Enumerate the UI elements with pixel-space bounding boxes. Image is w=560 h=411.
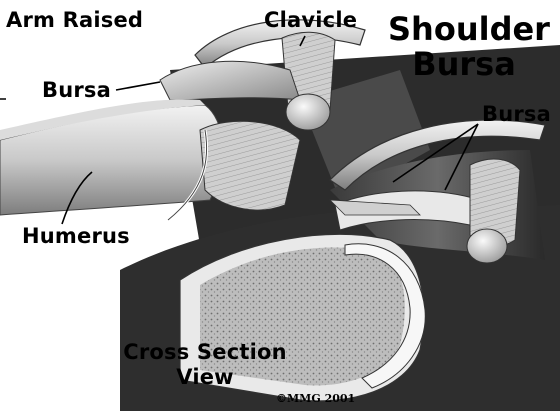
clavicle-label: Clavicle bbox=[264, 10, 357, 31]
copyright-text: ©MMG 2001 bbox=[276, 393, 355, 404]
bursa-label-top: Bursa bbox=[42, 80, 111, 101]
arm-raised-label: Arm Raised bbox=[6, 10, 143, 31]
cross-section-label: Cross Section View bbox=[110, 340, 300, 390]
cross-section-line-2: View bbox=[110, 365, 300, 390]
title-line-2: Bursa bbox=[388, 47, 540, 82]
humerus-label: Humerus bbox=[22, 226, 130, 247]
bursa-label-right: Bursa bbox=[482, 104, 551, 125]
title: Shoulder Bursa bbox=[388, 12, 540, 81]
cross-section-line-1: Cross Section bbox=[110, 340, 300, 365]
title-line-1: Shoulder bbox=[388, 12, 540, 47]
